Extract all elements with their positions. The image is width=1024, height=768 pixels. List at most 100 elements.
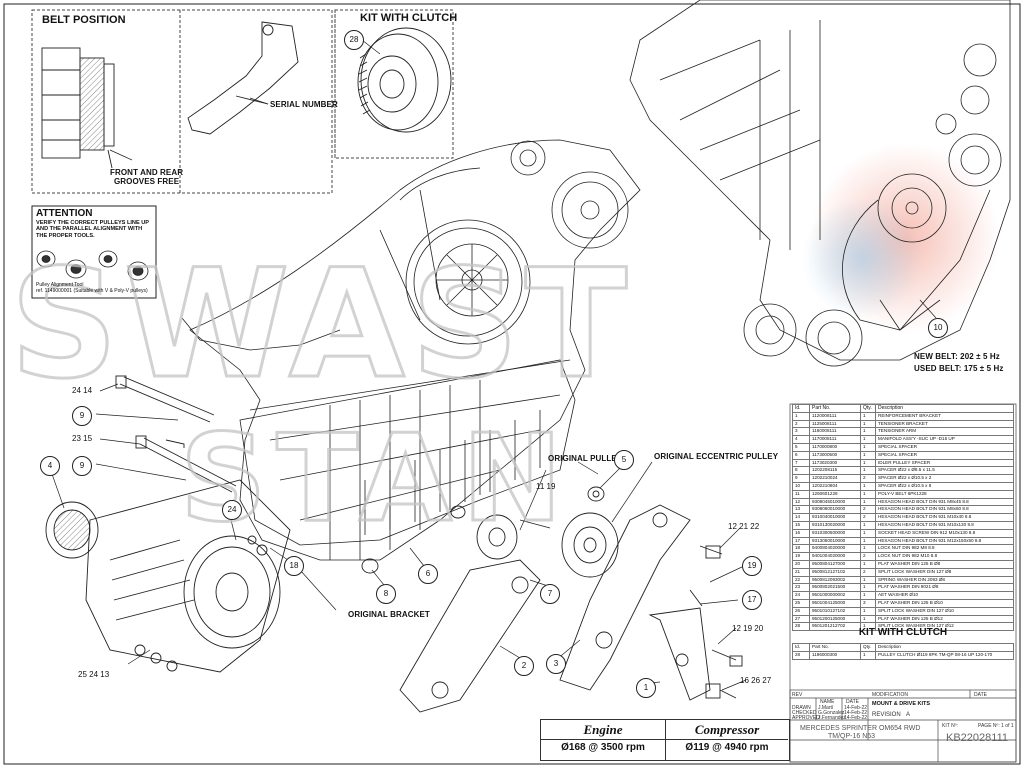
- row-part-no: 9313050010000: [809, 536, 861, 546]
- row-part-no: 9501010127102: [809, 606, 861, 616]
- row-id: 3: [792, 427, 810, 437]
- tb-drawn-date: 14-Feb-22: [844, 705, 868, 711]
- callout-7: 7: [540, 584, 560, 604]
- row-part-no: 9500812127102: [809, 567, 861, 577]
- tb-revision-value: A: [906, 712, 911, 718]
- col-qty: Qty.: [860, 404, 876, 413]
- kit-col-id: Id.: [792, 643, 810, 652]
- tb-title-line2: TM/QP-16 N63: [828, 733, 876, 740]
- row-part-no: 1160008111: [809, 427, 861, 437]
- sheet-border: [3, 3, 1021, 765]
- row-part-no: 9501004125000: [809, 598, 861, 608]
- callout-12-19-20: 12 19 20: [732, 624, 764, 633]
- row-part-no: 1260601228: [809, 489, 861, 499]
- row-id: 15: [792, 520, 810, 530]
- tb-rev: REV: [792, 692, 803, 698]
- tb-drawn-by: J.Martí: [818, 705, 834, 711]
- kit-col-part-no: Part No.: [809, 643, 861, 652]
- row-qty: 1: [860, 435, 876, 444]
- row-description: PULLEY CLUTCH Ø119 8PK TM-QP 08-16 UP 12…: [875, 650, 1014, 660]
- row-description: AET WASHER Ø10: [875, 591, 1014, 600]
- engine-header: Engine: [583, 722, 623, 737]
- callout-8: 8: [376, 584, 396, 604]
- row-qty: 1: [860, 419, 876, 429]
- callout-10: 10: [928, 318, 948, 338]
- compressor-column: Compressor Ø119 @ 4940 rpm: [665, 720, 789, 760]
- row-part-no: 9310130020000: [809, 520, 861, 530]
- compressor-drawing: [45, 479, 291, 673]
- callout-9a: 9: [72, 406, 92, 426]
- row-qty: 2: [860, 567, 876, 577]
- row-description: MANIFOLD ASS'Y -SUC UP -D15 UP: [875, 435, 1014, 444]
- front-rear-grooves-label: FRONT AND REAR GROOVES FREE: [110, 168, 184, 186]
- kit-col-qty: Qty.: [860, 643, 876, 652]
- callout-11-19: 11 19: [536, 482, 556, 491]
- row-description: TENSIONER ARM: [875, 427, 1014, 437]
- row-description: SPLIT LOCK WASHER DIN 127 Ø10: [875, 606, 1014, 616]
- tb-company: MOUNT & DRIVE KITS: [872, 701, 931, 707]
- row-part-no: 1170008111: [809, 435, 861, 444]
- kit-with-clutch-header: KIT WITH CLUTCH: [360, 12, 458, 24]
- svg-text:STAN: STAN: [180, 410, 572, 549]
- row-description: SPECIAL SPACER: [875, 442, 1014, 452]
- original-bracket-label: ORIGINAL BRACKET: [348, 610, 430, 619]
- col-id: Id.: [792, 404, 810, 413]
- callout-5: 5: [614, 450, 634, 470]
- row-description: POLY-V BELT 6PK1228: [875, 489, 1014, 499]
- row-part-no: 9501200125000: [809, 614, 861, 624]
- tb-checked-by: G.Gonzalez: [818, 710, 845, 716]
- engine-block-drawing: [181, 139, 641, 561]
- row-description: PLAT WASHER DIN 9021 Ø8: [875, 583, 1014, 593]
- row-description: PLAT WASHER DIN 125 B Ø12: [875, 614, 1014, 624]
- callout-17: 17: [742, 590, 762, 610]
- row-qty: 1: [860, 536, 876, 546]
- row-id: 10: [792, 481, 810, 491]
- callout-9b: 9: [72, 456, 92, 476]
- kit-table-header: Id. Part No. Qty. Description: [792, 643, 1014, 652]
- row-description: HEXAGON HEAD BOLT DIN 931 M10x40 8.8: [875, 513, 1014, 522]
- row-part-no: 1120008111: [809, 411, 861, 421]
- row-qty: 3: [860, 598, 876, 608]
- row-qty: 1: [860, 544, 876, 554]
- row-description: HEXAGON HEAD BOLT DIN 931 M12x150x50 8.8: [875, 536, 1014, 546]
- tb-revision-label: REVISION: [872, 712, 901, 718]
- row-description: SPACER Ø22 x Ø8.5 x 11.5: [875, 466, 1014, 476]
- row-description: SPLIT LOCK WASHER DIN 127 Ø8: [875, 567, 1014, 577]
- row-description: TENSIONER BRACKET: [875, 419, 1014, 429]
- row-description: SPECIAL SPACER: [875, 450, 1014, 460]
- leader-lines: [51, 39, 937, 691]
- row-description: HEXAGON HEAD BOLT DIN 931 M8x45 8.8: [875, 497, 1014, 507]
- row-qty: 1: [860, 559, 876, 569]
- attention-box: [31, 205, 157, 299]
- row-id: 14: [792, 513, 810, 522]
- row-id: 22: [792, 575, 810, 585]
- callout-2: 2: [514, 656, 534, 676]
- callout-24-14: 24 14: [72, 386, 93, 395]
- row-qty: 2: [860, 474, 876, 483]
- engine-installed-view: [629, 0, 1011, 367]
- tb-approved: APPROVED: [792, 715, 820, 721]
- row-id: 17: [792, 536, 810, 546]
- row-description: HEXAGON HEAD BOLT DIN 931 M8x60 8.8: [875, 505, 1014, 515]
- row-description: SPRING WASHER DIN 2093 Ø8: [875, 575, 1014, 585]
- parts-table-header: Id. Part No. Qty. Description: [792, 404, 1014, 413]
- tb-checked-date: 14-Feb-22: [844, 710, 868, 716]
- compressor-header: Compressor: [694, 722, 760, 737]
- row-description: SPACER Ø22 x Ø10.5 x 8: [875, 481, 1014, 491]
- row-part-no: 1196000300: [809, 650, 861, 660]
